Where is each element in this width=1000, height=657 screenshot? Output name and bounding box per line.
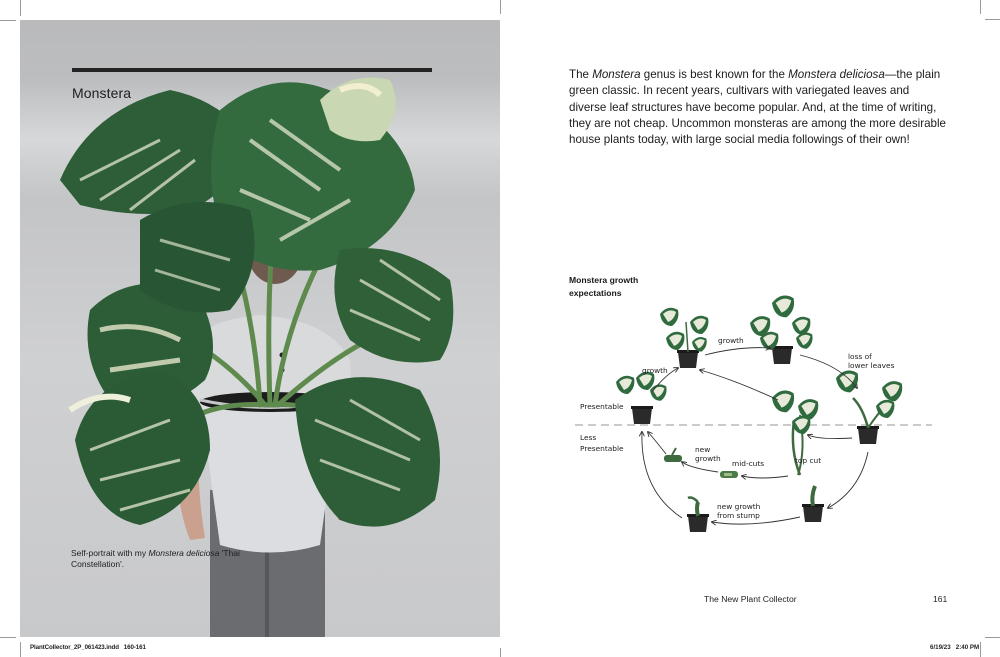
slug-filename: PlantCollector_2P_061423.indd 160-161 xyxy=(30,644,146,651)
arrow-top-back xyxy=(700,370,779,401)
arrow-growth-2 xyxy=(704,348,770,356)
zone-label-presentable-2: Presentable xyxy=(580,444,624,453)
arrow-to-stump xyxy=(828,451,869,508)
label-loss-1: loss of xyxy=(848,352,872,361)
body-text-run: —the plain green classic. In recent year… xyxy=(569,68,946,147)
crop-mark xyxy=(980,0,981,14)
crop-mark xyxy=(0,20,16,21)
body-paragraph: The Monstera genus is best known for the… xyxy=(569,67,949,148)
arrow-loss xyxy=(799,354,857,388)
diagram-title: Monstera growth expectations xyxy=(569,275,639,298)
arrow-stump-up xyxy=(642,432,683,519)
arrow-regrowth xyxy=(712,516,801,524)
running-footer-title: The New Plant Collector xyxy=(704,594,797,604)
body-text-italic: Monstera xyxy=(592,68,641,81)
label-stump-1: new growth xyxy=(717,502,761,511)
caption-suffix: 'Thai Constellation'. xyxy=(71,548,240,569)
plant-stage-stump-regrowth xyxy=(687,496,709,532)
label-top-cut: top cut xyxy=(795,456,821,465)
plant-illustration xyxy=(60,77,454,637)
slug-datetime: 6/19/23 2:40 PM xyxy=(930,644,980,651)
zone-label-presentable: Presentable xyxy=(580,402,624,411)
cutting-mid-cut xyxy=(720,471,738,478)
section-title: Monstera xyxy=(72,85,132,101)
arrow-new-growth-up xyxy=(648,432,667,455)
plant-stage-mature xyxy=(750,295,813,364)
label-loss-2: lower leaves xyxy=(848,361,895,370)
label-growth-1: growth xyxy=(718,336,744,345)
label-growth-2: growth xyxy=(642,366,668,375)
label-stump-2: from stump xyxy=(717,511,760,520)
plant-stage-leggy xyxy=(836,370,903,444)
body-text-italic: Monstera deliciosa xyxy=(788,68,885,81)
label-new-2: growth xyxy=(695,454,721,463)
arrow-growth-1 xyxy=(651,368,678,393)
arrow-new-growth xyxy=(682,462,719,473)
crop-mark xyxy=(20,0,21,16)
plant-stage-young xyxy=(660,307,709,368)
monstera-photo: Monstera Self-portrait with my Monstera … xyxy=(20,20,500,637)
crop-mark xyxy=(985,19,1000,20)
plant-stage-presentable xyxy=(616,371,667,424)
body-text-run: The xyxy=(569,68,593,81)
arrow-mid-cut xyxy=(742,476,789,478)
caption-prefix: Self-portrait with my xyxy=(71,548,149,558)
label-new-1: new xyxy=(695,445,710,454)
cutting-new-growth xyxy=(664,447,682,462)
label-mid-cuts: mid-cuts xyxy=(732,459,764,468)
crop-mark xyxy=(20,642,21,657)
plant-stage-top-cut xyxy=(772,390,819,476)
body-text-run: genus is best known for the xyxy=(640,68,789,81)
plant-stage-stump xyxy=(802,485,824,522)
crop-mark xyxy=(500,0,501,14)
zone-label-less: Less xyxy=(580,433,596,442)
arrow-cut xyxy=(808,435,853,439)
title-rule xyxy=(72,68,432,72)
crop-mark xyxy=(980,642,981,657)
caption-italic: Monstera deliciosa xyxy=(148,548,220,558)
crop-mark xyxy=(985,637,1000,638)
page-number: 161 xyxy=(933,594,948,604)
crop-mark xyxy=(0,637,16,638)
growth-cycle-diagram: Presentable Less Presentable xyxy=(575,295,932,532)
crop-mark xyxy=(500,648,501,657)
photo-caption: Self-portrait with my Monstera deliciosa… xyxy=(71,548,251,570)
